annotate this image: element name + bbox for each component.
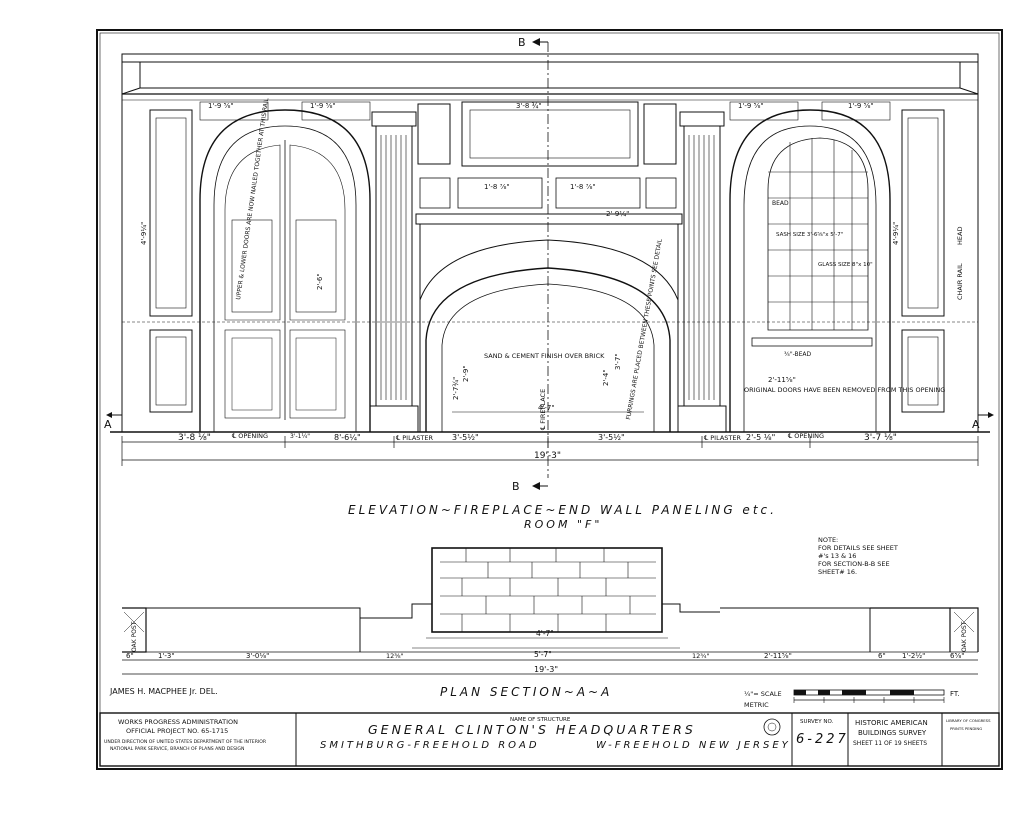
- dim-mid-panel-b: 1'-8 ⅞": [570, 183, 596, 191]
- plan-dim-small-b: 12⅜": [386, 652, 404, 660]
- plan-dim-fireplace: 4'-7": [536, 629, 554, 638]
- dim-pilaster-right: ℄ PILASTER: [704, 434, 741, 442]
- section-marker-bottom: B: [512, 480, 520, 493]
- note-line: SHEET# 16.: [818, 568, 857, 576]
- dim-center-left: 8'-6¼": [334, 433, 361, 442]
- dim-left-total: 3'-8 ⅛": [178, 433, 211, 443]
- scale-label: ¼"= SCALE: [744, 690, 782, 698]
- dim-left-small: 3'-1¼": [290, 433, 310, 440]
- dim-right-height: 4'-9¼": [892, 222, 900, 245]
- window-bead: BEAD: [772, 200, 789, 207]
- dim-top-right-panel: 1'-9 ⅝": [738, 102, 764, 110]
- wpa-line-3: UNDER DIRECTION OF UNITED STATES DEPARTM…: [104, 739, 267, 745]
- section-marker-left: A: [104, 418, 112, 431]
- scale-metric: METRIC: [744, 701, 769, 709]
- habs-line-1: HISTORIC AMERICAN: [855, 719, 928, 727]
- dim-top-left-panel-b: 1'-9 ⅝": [310, 102, 336, 110]
- title-block: [99, 712, 1000, 767]
- dim-mantel-width: 2'-9¼": [606, 210, 629, 218]
- plan-dim-left-b: 3'-0⅛": [246, 652, 269, 660]
- plan-dim-small-c: 12¾": [692, 652, 710, 660]
- plan-dim-left-a: 1'-3": [158, 652, 175, 660]
- plan-dim-small-e: 6⅝": [950, 652, 964, 660]
- dim-right-opening: ℄ OPENING: [788, 432, 824, 440]
- plan-dim-small-d: 6": [878, 652, 886, 660]
- fireplace-center-label: ℄ FIREPLACE: [539, 389, 547, 430]
- plan-dim-hearth: 5'-7": [534, 650, 552, 659]
- structure-town: W-FREEHOLD NEW JERSEY: [596, 740, 791, 751]
- right-doors-note: ORIGINAL DOORS HAVE BEEN REMOVED FROM TH…: [744, 386, 945, 394]
- dim-top-left-panel: 1'-9 ⅝": [208, 102, 234, 110]
- chair-rail-label: CHAIR RAIL: [956, 263, 964, 300]
- elevation-title: ELEVATION~FIREPLACE~END WALL PANELING et…: [348, 503, 777, 517]
- window-glass: GLASS SIZE 8"x 10": [818, 262, 873, 268]
- structure-road: SMITHBURG-FREEHOLD ROAD: [320, 740, 540, 751]
- furring-note: FURRINGS ARE PLACED BETWEEN THESE POINTS…: [625, 238, 664, 421]
- note-line: FOR SECTION-B-B SEE: [818, 560, 890, 568]
- room-label: ROOM "F": [524, 518, 602, 531]
- plan-title: PLAN SECTION~A~A: [440, 685, 612, 699]
- plan-dim-small-a: 6": [126, 652, 134, 660]
- dim-fireplace-height: 3'-7": [614, 353, 622, 370]
- dim-arch-height: 2'-7¾": [452, 377, 460, 400]
- survey-label: SURVEY NO.: [800, 719, 834, 725]
- wpa-line-4: NATIONAL PARK SERVICE, BRANCH OF PLANS A…: [110, 746, 244, 752]
- dim-right-width: 2'-11⅝": [768, 376, 796, 384]
- note-block: NOTE: FOR DETAILS SEE SHEET #'s 13 & 16 …: [818, 536, 898, 576]
- left-door-note: UPPER & LOWER DOORS ARE NOW NAILED TOGET…: [235, 97, 270, 300]
- window-bead-b: ¾"-BEAD: [784, 351, 812, 358]
- note-line: #'s 13 & 16: [818, 552, 856, 560]
- window-sash: SASH SIZE 3'-6⅝"x 5'-7": [776, 232, 843, 238]
- delineator: JAMES H. MACPHEE Jr. DEL.: [109, 687, 218, 696]
- dim-left-opening: ℄ OPENING: [232, 432, 268, 440]
- head-label: HEAD: [956, 227, 964, 245]
- dim-mid-panel-a: 1'-8 ⅞": [484, 183, 510, 191]
- dim-pilaster-left: ℄ PILASTER: [396, 434, 433, 442]
- note-line: NOTE:: [818, 536, 838, 544]
- dim-right-total: 3'-7 ⅛": [864, 433, 897, 443]
- plan-dim-right-b: 2'-11⅝": [764, 652, 792, 660]
- section-marker-top: B: [518, 36, 526, 49]
- sheet-line: SHEET 11 OF 19 SHEETS: [853, 740, 927, 747]
- elevation-drawing: [106, 38, 994, 490]
- habs-line-2: BUILDINGS SURVEY: [858, 729, 927, 737]
- loc-line-2: PRINTS PENDING: [950, 726, 982, 731]
- structure-name-label: NAME OF STRUCTURE: [510, 717, 571, 723]
- structure-name: GENERAL CLINTON'S HEADQUARTERS: [368, 722, 696, 737]
- sheet-border: [96, 29, 1003, 770]
- dim-left-height: 4'-9¼": [140, 222, 148, 245]
- dim-center-b: 3'-5½": [598, 433, 625, 442]
- dim-arch-inner: 2'-9": [462, 365, 470, 382]
- plan-post-right: OAK POST: [961, 621, 968, 652]
- dim-fire-inner: 2'-4": [602, 369, 610, 386]
- dim-right-a: 2'-5 ⅛": [746, 433, 775, 442]
- dim-top-right-panel-b: 1'-9 ⅝": [848, 102, 874, 110]
- plan-dim-right-a: 1'-2½": [902, 652, 925, 660]
- section-marker-right: A: [972, 418, 980, 431]
- scale-unit: FT.: [950, 690, 960, 698]
- dim-overall-elevation: 19'-3": [534, 451, 561, 461]
- arch-note: SAND & CEMENT FINISH OVER BRICK: [484, 352, 605, 360]
- plan-post-left: OAK POST: [131, 621, 138, 652]
- fireplace-width: 4'-7": [538, 404, 555, 412]
- loc-line-1: LIBRARY OF CONGRESS: [946, 718, 991, 723]
- wpa-line-1: WORKS PROGRESS ADMINISTRATION: [118, 718, 238, 726]
- wpa-line-2: OFFICIAL PROJECT NO. 65-1715: [126, 727, 228, 735]
- dim-top-center: 3'-8 ¾": [516, 102, 542, 110]
- dim-door-height: 2'-6": [316, 273, 324, 290]
- dim-center-a: 3'-5½": [452, 433, 479, 442]
- survey-number: 6-227: [796, 732, 849, 747]
- note-line: FOR DETAILS SEE SHEET: [818, 544, 898, 552]
- plan-drawing: [122, 547, 979, 703]
- plan-dim-overall: 19'-3": [534, 665, 558, 674]
